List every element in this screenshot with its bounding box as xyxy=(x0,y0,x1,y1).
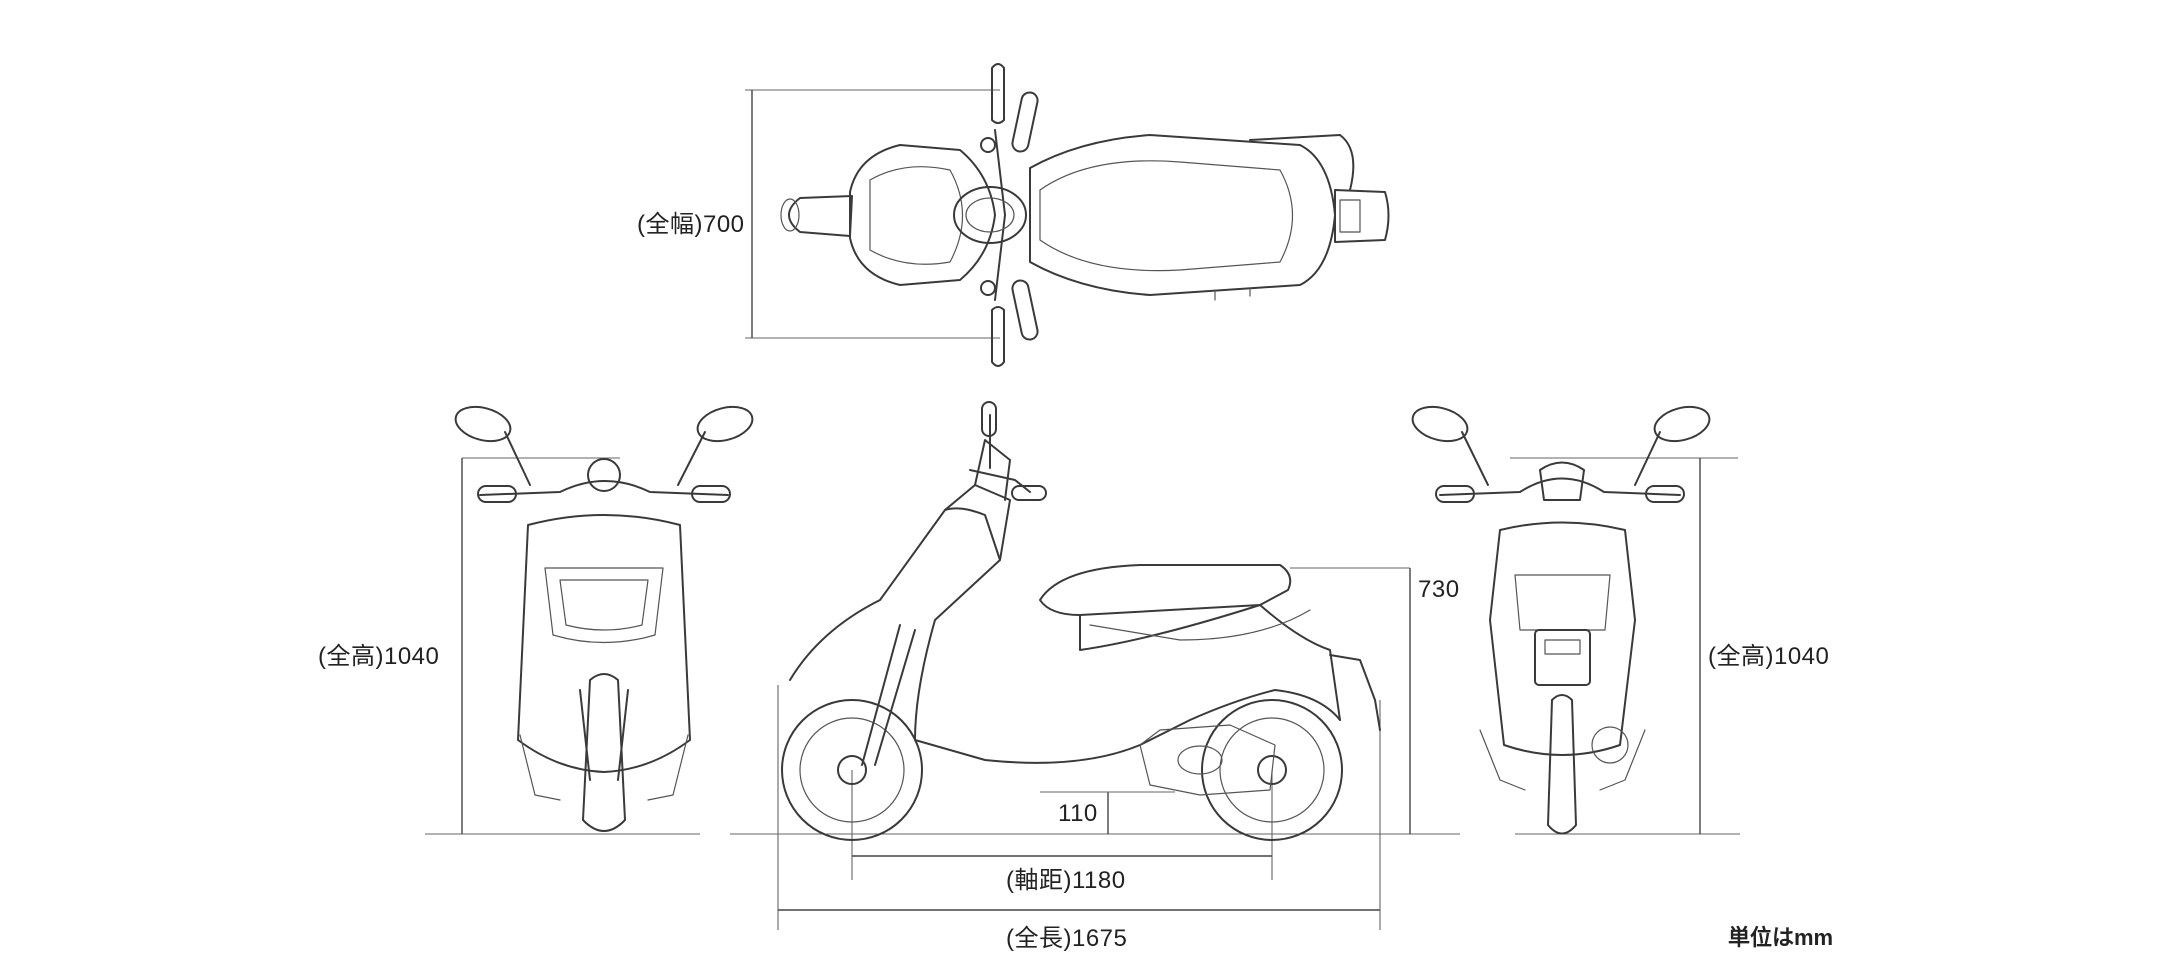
rear-overall-height-label: (全高)1040 xyxy=(1708,643,1830,670)
top-view xyxy=(745,63,1390,367)
wheelbase-label: (軸距)1180 xyxy=(1006,867,1126,894)
side-view xyxy=(730,401,1460,930)
unit-note: 単位はmm xyxy=(1728,925,1834,950)
front-view xyxy=(425,405,754,835)
rear-view xyxy=(1411,405,1740,835)
seat-height-label: 730 xyxy=(1418,576,1460,603)
ground-clearance-label: 110 xyxy=(1058,800,1098,827)
overall-width-label: (全幅)700 xyxy=(637,211,745,238)
front-overall-height-label: (全高)1040 xyxy=(318,643,440,670)
overall-length-label: (全長)1675 xyxy=(1006,925,1128,952)
